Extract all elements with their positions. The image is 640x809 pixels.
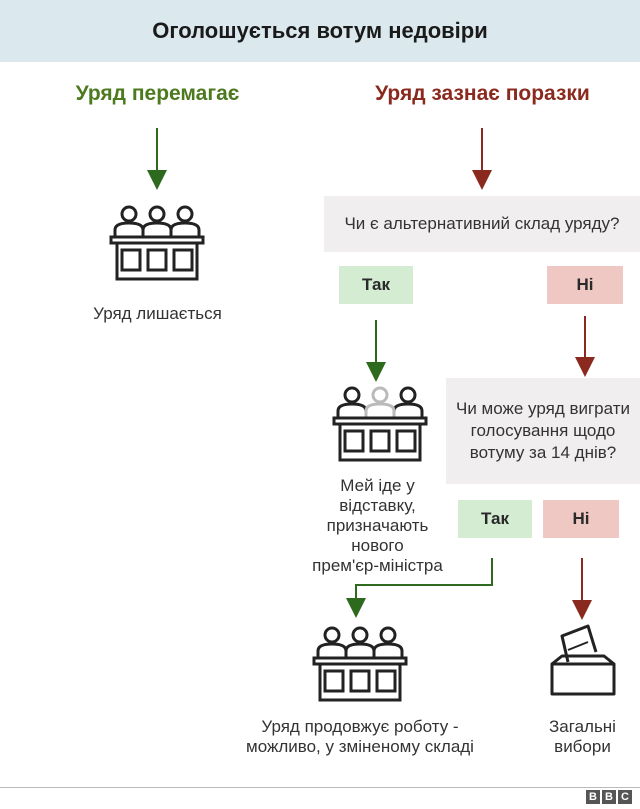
q1-yes-result-label: Мей іде у відставку, призначають нового … (312, 476, 443, 575)
cabinet-icon (109, 205, 205, 281)
arrow-q2-yes (346, 558, 493, 618)
cabinet-changed-pm-icon (332, 386, 428, 462)
right-branch-title: Уряд зазнає поразки (375, 82, 590, 105)
ballot-box-icon (550, 624, 616, 696)
left-branch-title: Уряд перемагає (75, 82, 240, 105)
left-result-label: Уряд лишається (93, 304, 222, 323)
question-win-vote-14-days: Чи може уряд виграти голосування щодо во… (446, 378, 640, 484)
question-alternative-government: Чи є альтернативний склад уряду? (324, 196, 640, 252)
footer-divider (0, 787, 640, 788)
q1-yes-badge: Так (339, 266, 413, 304)
q2-yes-badge: Так (458, 500, 532, 538)
q2-yes-result-label: Уряд продовжує роботу - можливо, у зміне… (246, 717, 474, 756)
q2-no-badge: Ні (543, 500, 619, 538)
q2-no-result-label: Загальні вибори (549, 717, 616, 756)
cabinet-continues-icon (312, 626, 408, 702)
page-title: Оголошується вотум недовіри (152, 18, 488, 43)
header-bar: Оголошується вотум недовіри (0, 0, 640, 62)
q1-no-badge: Ні (547, 266, 623, 304)
